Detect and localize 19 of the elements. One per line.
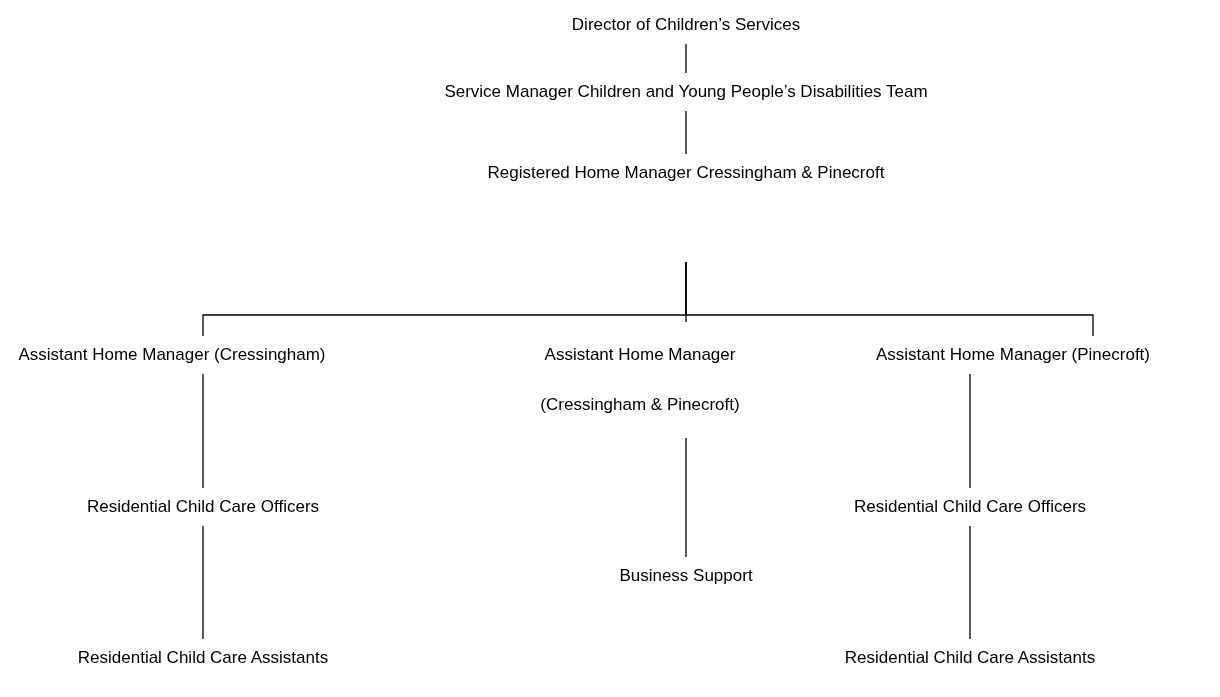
connector-line — [685, 437, 687, 558]
role-label: Residential Child Care Officers — [853, 496, 1087, 518]
connector-line — [202, 525, 204, 640]
role-label: Assistant Home Manager (Cressingham & Pinecroft) — [530, 330, 750, 430]
role-label: Director of Children’s Services — [571, 14, 801, 36]
role-label: Assistant Home Manager (Pinecroft) — [876, 344, 1150, 366]
role-label: Assistant Home Manager (Cressingham) — [18, 344, 326, 366]
role-label: Residential Child Care Assistants — [844, 647, 1096, 669]
role-label: Business Support — [619, 565, 753, 587]
connector-line — [969, 373, 971, 489]
role-label: Service Manager Children and Young People’s Disabilities Team — [444, 81, 928, 103]
role-label: Residential Child Care Assistants — [77, 647, 329, 669]
connector-line — [969, 525, 971, 640]
connector-line — [685, 110, 687, 155]
role-label: Residential Child Care Officers — [86, 496, 320, 518]
connector-line — [202, 373, 204, 489]
connector-line — [685, 261, 1094, 337]
connector-line — [685, 43, 687, 74]
role-label: Registered Home Manager Cressingham & Pinecroft — [487, 162, 885, 184]
